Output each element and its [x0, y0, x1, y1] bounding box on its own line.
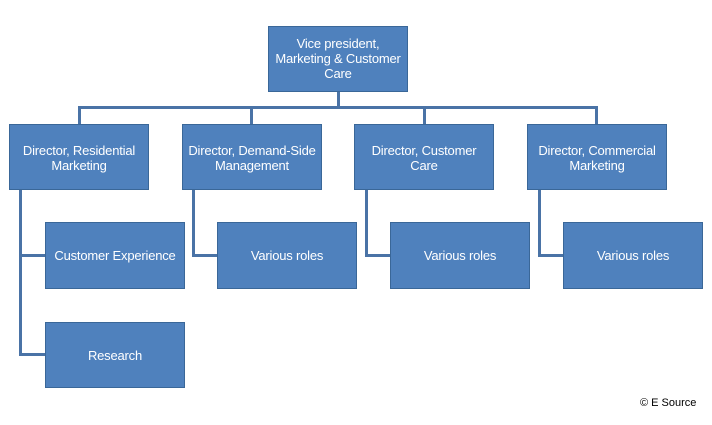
director-node-residential: Director, Residential Marketing — [9, 124, 149, 190]
connector-director-1 — [78, 106, 81, 124]
root-node: Vice president, Marketing & Customer Car… — [268, 26, 408, 92]
child-node-commercial-roles: Various roles — [563, 222, 703, 289]
connector-director-4 — [595, 106, 598, 124]
connector-dir4-child1 — [538, 254, 564, 257]
connector-dir1-child1 — [19, 254, 46, 257]
child-label: Various roles — [250, 248, 324, 263]
director-node-commercial: Director, Commercial Marketing — [527, 124, 667, 190]
child-label: Research — [87, 347, 143, 363]
director-node-customer-care: Director, Customer Care — [354, 124, 494, 190]
director-label: Director, Residential Marketing — [22, 143, 136, 173]
root-node-label: Vice president, Marketing & Customer Car… — [275, 36, 401, 81]
connector-director-2 — [250, 106, 253, 124]
child-label: Various roles — [596, 248, 670, 263]
connector-dir1-vertical — [19, 190, 22, 356]
connector-dir1-child2 — [19, 353, 46, 356]
director-label: Director, Commercial Marketing — [538, 143, 656, 173]
child-node-customer-care-roles: Various roles — [390, 222, 530, 289]
child-label: Customer Experience — [54, 248, 176, 263]
connector-root-down — [337, 91, 340, 107]
connector-horizontal-bus — [78, 106, 598, 109]
director-label: Director, Demand-Side Management — [188, 143, 316, 173]
connector-dir3-vertical — [365, 190, 368, 257]
child-node-research: Research — [45, 322, 185, 388]
connector-dir2-vertical — [192, 190, 195, 257]
connector-director-3 — [423, 106, 426, 124]
connector-dir3-child1 — [365, 254, 391, 257]
child-node-demand-side-roles: Various roles — [217, 222, 357, 289]
director-node-demand-side: Director, Demand-Side Management — [182, 124, 322, 190]
director-label: Director, Customer Care — [371, 143, 477, 173]
connector-dir4-vertical — [538, 190, 541, 257]
copyright-credit: © E Source — [640, 397, 697, 409]
child-label: Various roles — [423, 248, 497, 263]
child-node-customer-experience: Customer Experience — [45, 222, 185, 289]
connector-dir2-child1 — [192, 254, 218, 257]
